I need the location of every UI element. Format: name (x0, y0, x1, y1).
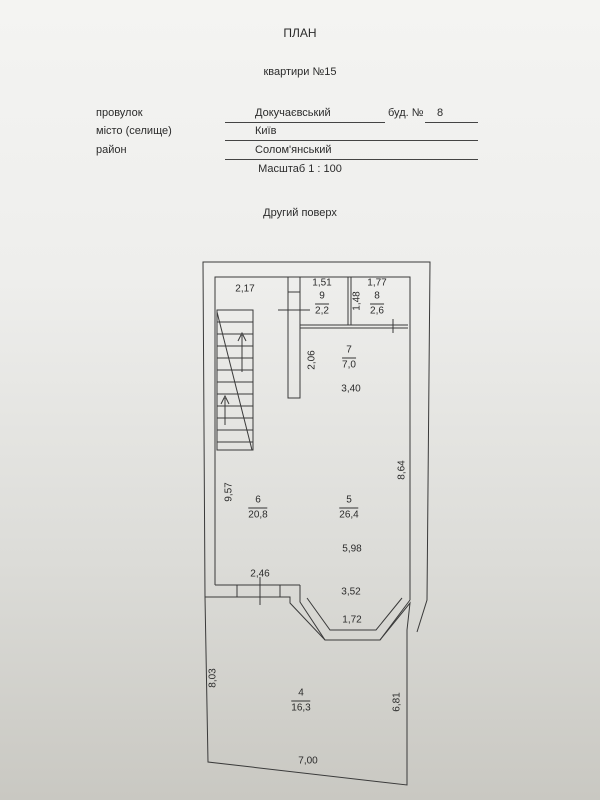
dimension-label: 9,57 (223, 482, 235, 502)
room-area: 2,2 (315, 305, 329, 317)
dimension-label: 3,52 (341, 586, 361, 598)
partition-wall (287, 276, 301, 399)
inner-wall (214, 276, 411, 600)
room-area: 20,8 (248, 509, 268, 521)
dimension-label: 1,72 (342, 614, 362, 626)
street-underline (225, 122, 385, 123)
city-label: місто (селище) (96, 125, 172, 137)
room-area: 2,6 (370, 305, 384, 317)
room-area: 7,0 (342, 359, 356, 371)
room-number: 5 (339, 494, 359, 509)
dimension-label: 8,64 (396, 460, 408, 480)
dimension-label: 1,48 (351, 291, 363, 311)
street-label: провулок (96, 107, 143, 119)
dimension-label: 1,77 (367, 277, 387, 289)
dimension-label: 2,46 (250, 568, 270, 580)
room-area: 16,3 (291, 702, 311, 714)
street-value: Докучаєвський (255, 107, 331, 119)
dimension-label: 6,81 (391, 692, 403, 712)
dimension-label: 2,06 (306, 350, 318, 370)
bay-window (299, 585, 411, 641)
district-value: Солом'янський (255, 144, 332, 156)
room-number: 6 (248, 494, 268, 509)
room-number: 7 (342, 344, 356, 359)
dimension-label: 8,03 (207, 668, 219, 688)
dimension-label: 3,40 (341, 383, 361, 395)
room-area: 26,4 (339, 509, 359, 521)
dimension-label: 1,51 (312, 277, 332, 289)
floor-title: Другий поверх (263, 207, 337, 219)
district-underline (225, 159, 478, 160)
building-value: 8 (437, 107, 444, 119)
terrace-outline (204, 596, 411, 786)
apartment-number: квартири №15 (263, 66, 337, 78)
city-underline (225, 140, 478, 141)
outer-wall (202, 261, 431, 633)
district-label: район (96, 144, 127, 156)
building-underline (425, 122, 478, 123)
room-number: 4 (291, 687, 311, 702)
scale-text: Масштаб 1 : 100 (258, 163, 342, 175)
dimension-label: 2,17 (235, 283, 255, 295)
staircase (216, 309, 254, 451)
document-title: ПЛАН (283, 26, 317, 40)
dimension-label: 5,98 (342, 543, 362, 555)
city-value: Київ (255, 125, 277, 137)
room-number: 9 (315, 290, 329, 305)
building-label: буд. № (388, 107, 424, 119)
dimension-label: 7,00 (298, 755, 318, 767)
room-number: 8 (370, 290, 384, 305)
